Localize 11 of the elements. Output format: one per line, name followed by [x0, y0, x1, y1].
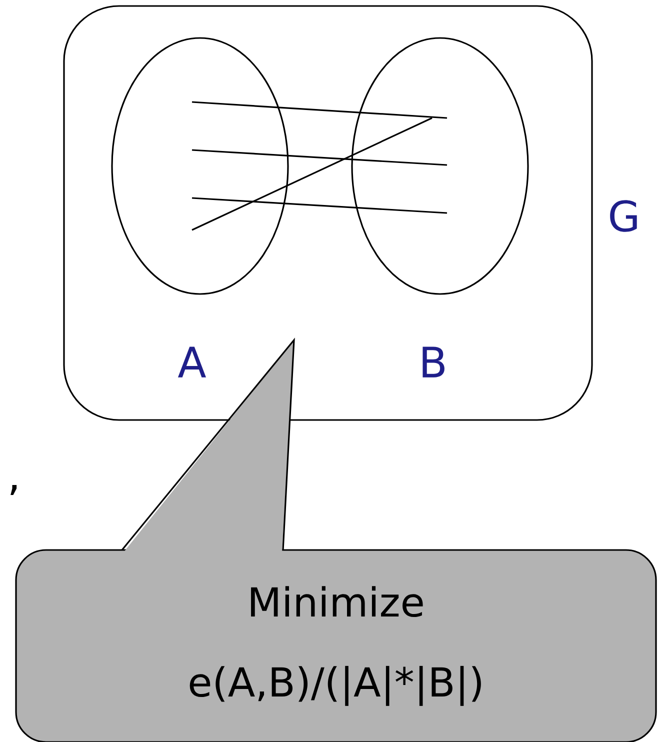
line — [192, 149, 448, 166]
ellipse — [111, 37, 289, 295]
set-label: B — [422, 346, 444, 378]
mark: , — [10, 484, 17, 496]
rounded-box — [63, 5, 593, 421]
ellipse — [351, 37, 529, 295]
line — [192, 117, 432, 231]
set-label: A — [178, 346, 206, 378]
set-label: G — [610, 200, 637, 232]
line — [192, 101, 448, 119]
line — [192, 197, 448, 214]
